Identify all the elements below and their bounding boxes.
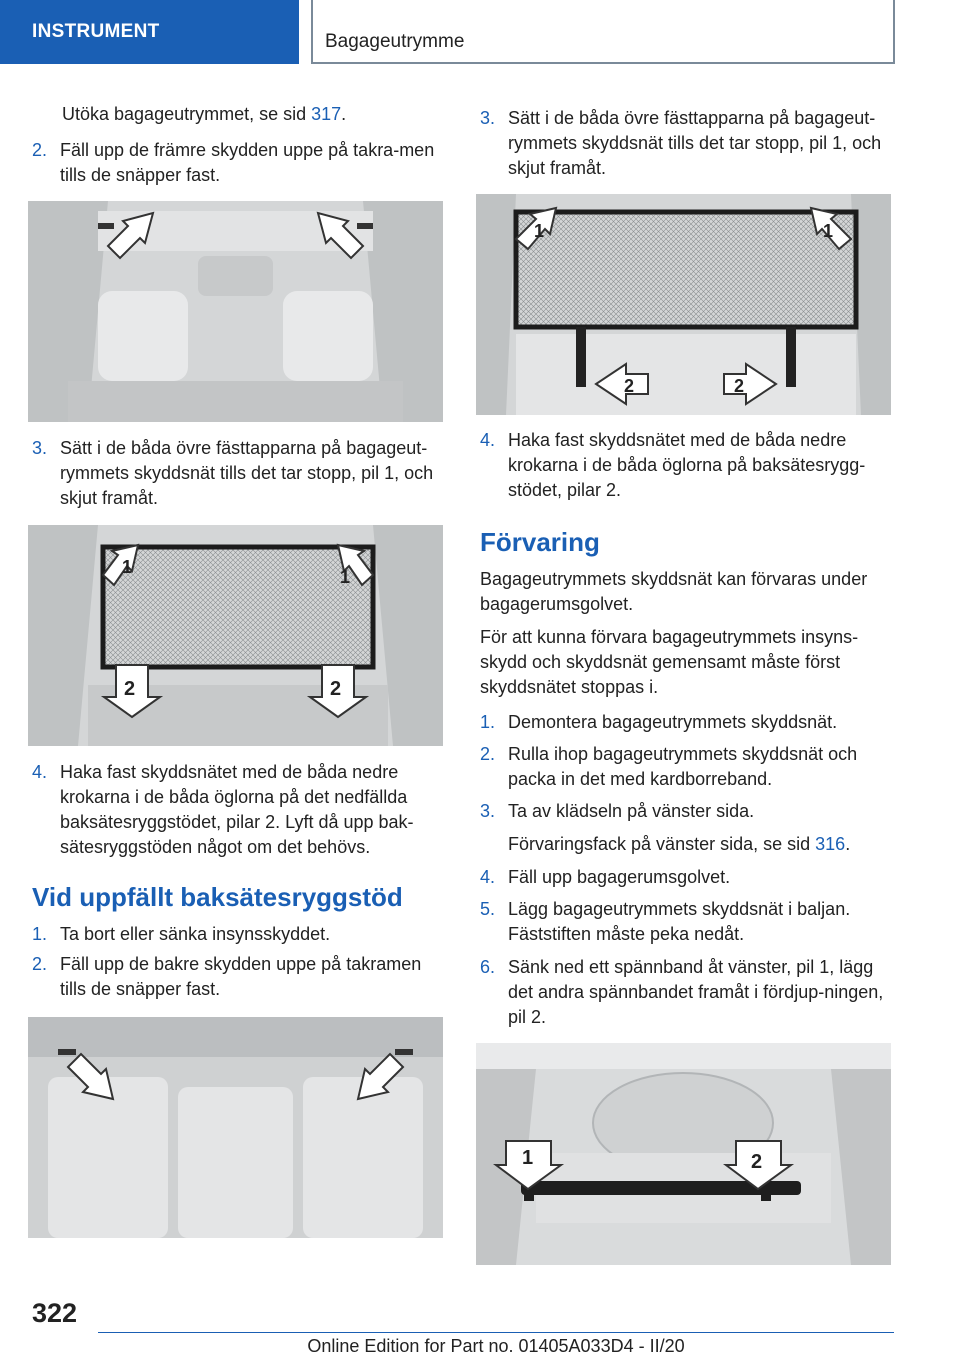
arrow-label-1: 1	[534, 221, 544, 241]
step-number: 3.	[480, 108, 496, 128]
step-3-insert-net-upright: 3. Sätt i de båda övre fästtapparna på b…	[480, 106, 898, 181]
step-4-hook-net: 4. Haka fast skyddsnätet med de båda ned…	[32, 760, 450, 860]
arrow-label-2: 2	[751, 1151, 762, 1173]
step-number: 2.	[32, 140, 48, 160]
step-text: Rulla ihop bagageutrymmets skyddsnät och…	[508, 744, 858, 789]
storage-step-3-note: Förvaringsfack på vänster sida, se sid 3…	[508, 832, 898, 857]
step-number: 3.	[32, 438, 48, 458]
storage-step-5: 5. Lägg bagageutrymmets skyddsnät i balj…	[480, 897, 898, 947]
header-rule-right	[893, 0, 895, 64]
section-tab[interactable]: INSTRUMENT	[0, 0, 299, 64]
step-number: 6.	[480, 957, 496, 977]
figure-front-covers	[28, 201, 443, 422]
figure-net-installed-folded: 1 1 2 2	[28, 525, 443, 746]
step-number: 1.	[32, 924, 48, 944]
step-4-hook-net-upright: 4. Haka fast skyddsnätet med de båda ned…	[480, 428, 898, 503]
step-text: Sätt i de båda övre fästtapparna på baga…	[60, 438, 434, 508]
figure-rear-covers	[28, 1017, 443, 1238]
header-divider	[311, 0, 313, 64]
page-number: 322	[32, 1298, 78, 1328]
figure-net-installed-upright: 1 1 2 2	[476, 194, 891, 415]
arrow-label-2: 2	[624, 376, 634, 396]
step-text: Lägg bagageutrymmets skyddsnät i baljan.…	[508, 899, 851, 944]
arrow-label-2: 2	[124, 678, 135, 700]
step-text: Demontera bagageutrymmets skyddsnät.	[508, 712, 838, 732]
arrow-label-1b: 1	[340, 567, 350, 587]
step-text: Haka fast skyddsnätet med de båda nedre …	[508, 430, 866, 500]
step-text: Sänk ned ett spännband åt vänster, pil 1…	[508, 957, 884, 1027]
storage-paragraph-2: För att kunna förvara bagageutrymmets in…	[480, 627, 859, 697]
note-text: Förvaringsfack på vänster sida, se sid	[508, 834, 816, 854]
intro-suffix: .	[341, 104, 347, 124]
step-text: Fäll upp bagagerumsgolvet.	[508, 867, 731, 887]
step-text: Sätt i de båda övre fästtapparna på baga…	[508, 108, 882, 178]
storage-paragraph-1: Bagageutrymmets skyddsnät kan förvaras u…	[480, 569, 868, 614]
step-number: 5.	[480, 899, 496, 919]
step-2-front-covers: 2. Fäll upp de främre skydden uppe på ta…	[32, 138, 450, 188]
intro-paragraph: Utöka bagageutrymmet, se sid 317.	[62, 102, 442, 127]
intro-text: Utöka bagageutrymmet, se sid	[62, 104, 312, 124]
step-number: 4.	[480, 430, 496, 450]
arrow-label-1: 1	[522, 1147, 533, 1169]
step-2-rear-covers: 2. Fäll upp de bakre skydden uppe på tak…	[32, 952, 450, 1002]
storage-step-6: 6. Sänk ned ett spännband åt vänster, pi…	[480, 955, 898, 1030]
step-number: 3.	[480, 801, 496, 821]
step-text: Haka fast skyddsnätet med de båda nedre …	[60, 762, 414, 857]
step-text: Fäll upp de bakre skydden uppe på takram…	[60, 954, 422, 999]
step-text: Ta bort eller sänka insynsskyddet.	[60, 924, 331, 944]
storage-step-4: 4. Fäll upp bagagerumsgolvet.	[480, 865, 898, 890]
figure-storage-under-floor: 1 2	[476, 1043, 891, 1265]
step-text: Fäll upp de främre skydden uppe på takra…	[60, 140, 435, 185]
step-text: Ta av klädseln på vänster sida.	[508, 801, 755, 821]
storage-step-1: 1. Demontera bagageutrymmets skyddsnät.	[480, 710, 898, 735]
storage-step-3: 3. Ta av klädseln på vänster sida.	[480, 799, 898, 824]
section-heading-storage: Förvaring	[480, 527, 600, 557]
header-rule	[311, 62, 895, 64]
arrow-label-1b: 1	[823, 221, 833, 241]
arrow-label-2b: 2	[734, 376, 744, 396]
step-number: 2.	[32, 954, 48, 974]
note-suffix: .	[845, 834, 851, 854]
step-number: 4.	[480, 867, 496, 887]
storage-step-2: 2. Rulla ihop bagageutrymmets skyddsnät …	[480, 742, 898, 792]
page-link-317[interactable]: 317	[311, 104, 342, 124]
arrow-label-1: 1	[122, 557, 132, 577]
arrow-label-2b: 2	[330, 678, 341, 700]
section-heading-upright: Vid uppfällt baksätesryggstöd	[32, 882, 403, 912]
step-3-insert-net: 3. Sätt i de båda övre fästtapparna på b…	[32, 436, 450, 511]
step-number: 2.	[480, 744, 496, 764]
step-number: 1.	[480, 712, 496, 732]
step-1-remove-cover: 1. Ta bort eller sänka insynsskyddet.	[32, 922, 450, 947]
page-link-316[interactable]: 316	[815, 834, 846, 854]
footer-rule	[98, 1332, 894, 1333]
footer-edition: Online Edition for Part no. 01405A033D4 …	[307, 1336, 685, 1356]
step-number: 4.	[32, 762, 48, 782]
chapter-title: Bagageutrymme	[325, 31, 465, 52]
